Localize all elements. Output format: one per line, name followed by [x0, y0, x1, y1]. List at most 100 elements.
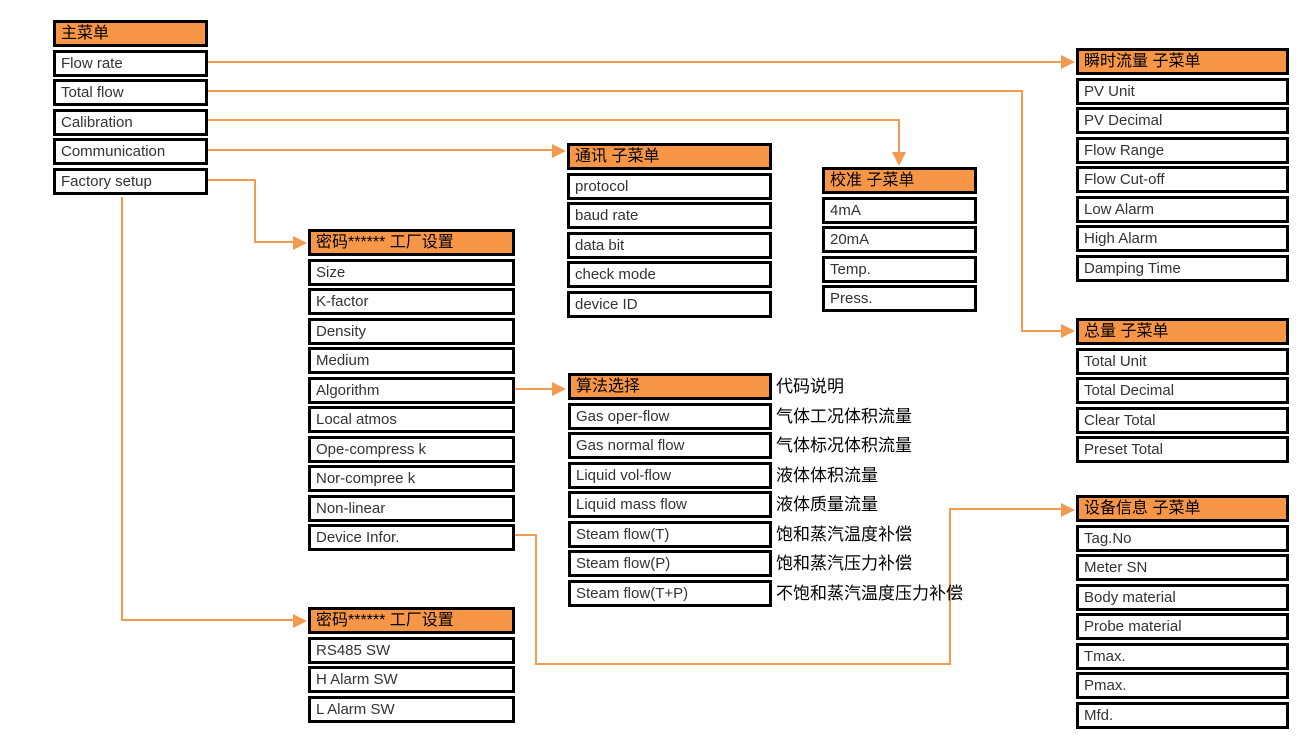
- arrow-right-icon: [1061, 55, 1075, 69]
- algorithm-descriptions: 代码说明气体工况体积流量气体标况体积流量液体体积流量液体质量流量饱和蒸汽温度补偿…: [776, 373, 1076, 609]
- factory_submenu-item-5: Local atmos: [308, 406, 515, 433]
- connector-line: [1020, 89, 1024, 331]
- main_menu-item-2: Calibration: [53, 108, 208, 136]
- connector-line: [208, 178, 255, 182]
- algorithm_submenu-description-5: 饱和蒸汽温度补偿: [776, 524, 912, 544]
- algorithm_submenu-description-3: 液体体积流量: [776, 465, 878, 485]
- total_submenu-item-1: Total Decimal: [1076, 377, 1289, 404]
- algorithm_submenu-title: 算法选择: [568, 373, 772, 400]
- arrow-right-icon: [293, 614, 307, 628]
- factory_submenu-item-8: Non-linear: [308, 494, 515, 522]
- connector-line: [534, 533, 538, 666]
- connector-line: [120, 197, 124, 621]
- factory_submenu-item-9: Device Infor.: [308, 524, 515, 551]
- algorithm_submenu-item-5: Steam flow(P): [568, 550, 772, 577]
- device_submenu-item-5: Pmax.: [1076, 672, 1289, 699]
- device_submenu-item-1: Meter SN: [1076, 554, 1289, 581]
- calib_submenu-item-3: Press.: [822, 285, 977, 312]
- flow_submenu-item-3: Flow Cut-off: [1076, 166, 1289, 193]
- arrow-right-icon: [552, 144, 566, 158]
- device_submenu-title: 设备信息 子菜单: [1076, 495, 1289, 522]
- device_submenu-item-6: Mfd.: [1076, 701, 1289, 729]
- total_submenu-item-2: Clear Total: [1076, 406, 1289, 434]
- main_menu-item-3: Communication: [53, 138, 208, 165]
- factory_switch_submenu-item-0: RS485 SW: [308, 636, 515, 664]
- factory_submenu-item-4: Algorithm: [308, 376, 515, 404]
- algorithm_submenu-item-2: Liquid vol-flow: [568, 461, 772, 489]
- algorithm_submenu-item-6: Steam flow(T+P): [568, 579, 772, 607]
- connector-line: [208, 118, 899, 122]
- algorithm_submenu-description-1: 气体工况体积流量: [776, 406, 912, 426]
- arrow-right-icon: [1061, 503, 1075, 517]
- connector-line: [208, 60, 1061, 64]
- device_submenu-item-2: Body material: [1076, 583, 1289, 611]
- main_menu-item-4: Factory setup: [53, 167, 208, 195]
- factory_submenu-item-3: Medium: [308, 347, 515, 374]
- connector-line: [515, 533, 537, 537]
- flow_submenu-item-1: PV Decimal: [1076, 107, 1289, 134]
- connector-line: [208, 89, 1022, 93]
- calib_submenu-item-0: 4mA: [822, 196, 977, 224]
- algorithm_submenu-item-1: Gas normal flow: [568, 432, 772, 459]
- comm_submenu-item-4: device ID: [567, 290, 772, 318]
- flow_submenu-item-2: Flow Range: [1076, 136, 1289, 164]
- flow_submenu-item-5: High Alarm: [1076, 225, 1289, 252]
- arrow-right-icon: [1061, 324, 1075, 338]
- main_menu-item-1: Total flow: [53, 79, 208, 106]
- comm_submenu-item-2: data bit: [567, 231, 772, 259]
- flow_submenu-item-6: Damping Time: [1076, 254, 1289, 282]
- connector-line: [253, 178, 257, 244]
- arrow-right-icon: [552, 382, 566, 396]
- connector-line: [120, 618, 295, 622]
- factory_submenu-title: 密码****** 工厂设置: [308, 229, 515, 256]
- arrow-down-icon: [892, 152, 906, 166]
- algorithm_submenu-item-0: Gas oper-flow: [568, 402, 772, 430]
- connector-line: [515, 387, 553, 391]
- algorithm_submenu-description-6: 饱和蒸汽压力补偿: [776, 554, 912, 573]
- algorithm_submenu-item-3: Liquid mass flow: [568, 491, 772, 518]
- comm_submenu-item-1: baud rate: [567, 202, 772, 229]
- factory_submenu-item-7: Nor-compree k: [308, 465, 515, 492]
- factory_submenu-item-6: Ope-compress k: [308, 435, 515, 463]
- connector-line: [948, 507, 1062, 511]
- calib_submenu-item-2: Temp.: [822, 255, 977, 283]
- algorithm_submenu-description-2: 气体标况体积流量: [776, 436, 912, 455]
- algorithm_submenu-description-7: 不饱和蒸汽温度压力补偿: [776, 583, 963, 603]
- factory_switch_submenu-title: 密码****** 工厂设置: [308, 607, 515, 634]
- flow_submenu-item-4: Low Alarm: [1076, 195, 1289, 223]
- device_submenu-item-4: Tmax.: [1076, 642, 1289, 670]
- connector-line: [897, 118, 901, 153]
- factory_switch_submenu-item-2: L Alarm SW: [308, 695, 515, 723]
- arrow-right-icon: [293, 236, 307, 250]
- calib_submenu-item-1: 20mA: [822, 226, 977, 253]
- comm_submenu-item-3: check mode: [567, 261, 772, 288]
- flow_submenu-item-0: PV Unit: [1076, 77, 1289, 105]
- algorithm_submenu-item-4: Steam flow(T): [568, 520, 772, 548]
- algorithm_submenu-description-0: 代码说明: [776, 377, 844, 396]
- connector-line: [208, 148, 553, 152]
- connector-line: [253, 240, 295, 244]
- comm_submenu-item-0: protocol: [567, 172, 772, 200]
- algorithm_submenu-description-4: 液体质量流量: [776, 495, 878, 514]
- connector-line: [948, 507, 952, 666]
- comm_submenu-title: 通讯 子菜单: [567, 143, 772, 170]
- flow_submenu-title: 瞬时流量 子菜单: [1076, 48, 1289, 75]
- factory_submenu-item-0: Size: [308, 258, 515, 286]
- main_menu-item-0: Flow rate: [53, 49, 208, 77]
- connector-line: [534, 662, 952, 666]
- main_menu-title: 主菜单: [53, 20, 208, 47]
- calib_submenu-title: 校准 子菜单: [822, 167, 977, 194]
- device_submenu-item-3: Probe material: [1076, 613, 1289, 640]
- factory_submenu-item-1: K-factor: [308, 288, 515, 315]
- total_submenu-item-3: Preset Total: [1076, 436, 1289, 463]
